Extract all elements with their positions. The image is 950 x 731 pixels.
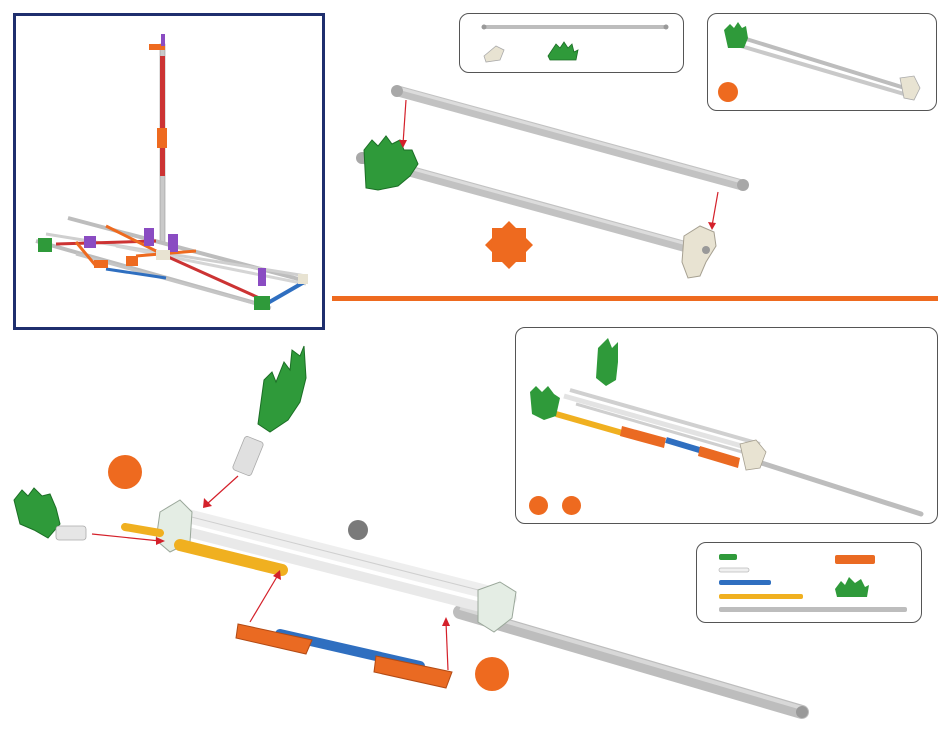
step-number-dot-orange-a — [108, 455, 142, 489]
white-rod-part — [719, 568, 749, 572]
gray-rod-part — [482, 25, 669, 30]
blue-rod-part — [719, 580, 771, 585]
step-starburst — [485, 221, 533, 269]
completed-model-illustration — [16, 16, 328, 333]
green-connector-small-part — [719, 554, 737, 560]
green-connector — [364, 136, 418, 190]
green-connector-part — [548, 42, 578, 60]
step-number-dot-gray — [348, 520, 368, 540]
step-result-box-bottom — [515, 327, 938, 524]
preview-panel — [13, 13, 325, 330]
step-result-box-top — [707, 13, 937, 111]
step-number-dot — [718, 82, 738, 102]
white-connector-part — [484, 46, 504, 62]
orange-connector-part — [835, 555, 875, 564]
green-connector-part-large — [835, 577, 869, 597]
yellow-rod-part — [719, 594, 803, 599]
parts-list-box-top — [459, 13, 684, 73]
step-number-dot-orange-b — [475, 657, 509, 691]
white-connector — [682, 226, 716, 278]
step-number-dot-2 — [562, 496, 581, 515]
parts-list-box-bottom — [696, 542, 922, 623]
gray-rod-part-long — [719, 607, 907, 612]
section-divider — [332, 296, 938, 301]
step-number-dot-1 — [529, 496, 548, 515]
